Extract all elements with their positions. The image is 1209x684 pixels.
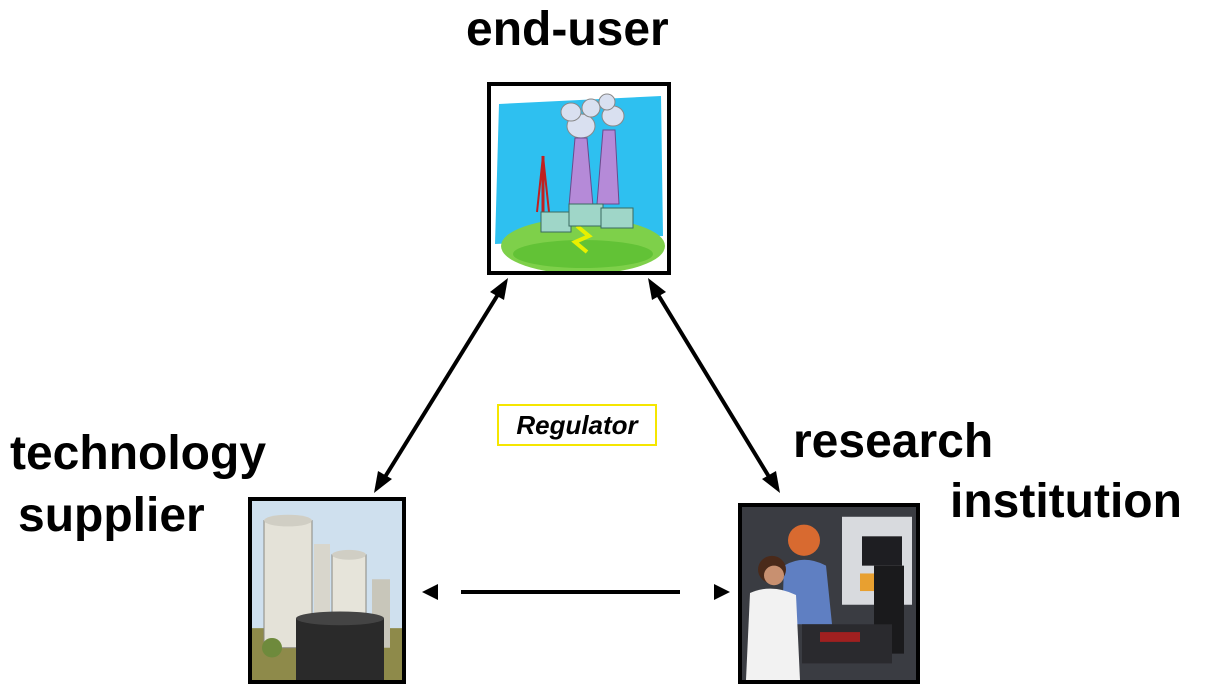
end-user-label: end-user [466, 3, 669, 56]
regulator-label: Regulator [497, 404, 657, 446]
arrowhead-research-top [762, 471, 780, 493]
technology-supplier-label-line2: supplier [18, 489, 205, 542]
arrow-enduser-supplier [378, 286, 504, 487]
laboratory-icon [742, 507, 916, 680]
research-institution-picture [738, 503, 920, 684]
arrowhead-supplier-side [422, 584, 438, 600]
arrowhead-research-side [714, 584, 730, 600]
power-plant-icon [491, 86, 667, 271]
industrial-tanks-icon [252, 501, 402, 680]
research-institution-label-line1: research [793, 415, 994, 468]
technology-supplier-picture [248, 497, 406, 684]
arrowhead-supplier-top [374, 471, 392, 493]
end-user-picture [487, 82, 671, 275]
arrowhead-enduser-right [648, 278, 666, 300]
technology-supplier-label-line1: technology [10, 427, 267, 480]
arrow-enduser-research [652, 286, 776, 487]
arrowhead-enduser-left [490, 278, 508, 300]
research-institution-label-line2: institution [950, 475, 1182, 528]
